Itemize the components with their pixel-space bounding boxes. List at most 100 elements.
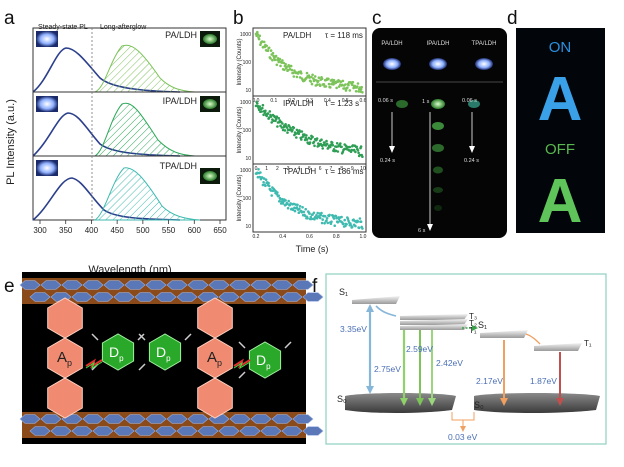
acceptor-ring	[197, 377, 233, 419]
decay-series-name: TPA/LDH	[283, 167, 316, 176]
energy-2-75: 2.75eV	[374, 364, 401, 374]
decay-point	[311, 73, 314, 77]
photo-sequence	[372, 28, 507, 238]
decay-point	[359, 145, 363, 148]
decay-point	[292, 126, 296, 130]
ldh-tile	[250, 280, 272, 290]
panel-a-sub-2: IPA/LDH	[32, 91, 227, 157]
decay-ytick: 100	[243, 128, 252, 134]
panel-f-letter: f	[312, 276, 318, 297]
level-t1b-label: T₁	[584, 339, 592, 348]
ldh-tile	[239, 426, 261, 436]
decay-point	[285, 65, 289, 69]
decay-ytick: 1000	[240, 168, 251, 174]
decay-point	[293, 209, 297, 213]
decay-point	[262, 113, 265, 117]
decay-point	[334, 214, 338, 218]
decay-point	[305, 138, 309, 141]
decay-point	[257, 168, 260, 171]
decay-point	[292, 75, 296, 78]
decay-point	[296, 203, 299, 207]
decay-point	[327, 82, 331, 86]
ldh-tile	[281, 426, 303, 436]
decay-point	[269, 49, 273, 52]
ldh-tile	[71, 292, 93, 302]
decay-point	[264, 178, 268, 181]
panel-a-sample-2: IPA/LDH	[163, 96, 197, 106]
decay-point	[262, 177, 266, 180]
decay-point	[297, 132, 301, 135]
decay-point	[284, 199, 287, 202]
level-s0-acceptor	[345, 393, 456, 413]
decay-point	[347, 83, 350, 87]
decay-xtick: 9	[351, 166, 354, 172]
decay-point	[273, 58, 277, 62]
decay-point	[315, 137, 319, 140]
decay-point	[336, 150, 340, 153]
decay-point	[270, 194, 274, 197]
decay-xtick: 0.6	[360, 98, 367, 104]
decay-xtick: 0.6	[306, 234, 313, 240]
ldh-tile	[187, 414, 209, 424]
a-xtick-label: 300	[33, 226, 47, 235]
decay-series-name: PA/LDH	[283, 31, 312, 40]
region-steady-label: Steady-state PL	[38, 24, 88, 31]
a-xtick-label: 550	[162, 226, 176, 235]
decay-point	[326, 221, 330, 225]
acceptor-ring	[47, 377, 83, 419]
ldh-tile	[292, 280, 314, 290]
region-long-label: Long-afterglow	[100, 24, 147, 31]
decay-point	[345, 223, 348, 226]
decay-point	[259, 43, 262, 46]
ldh-tile	[239, 292, 261, 302]
decay-point	[269, 115, 273, 118]
decay-point	[329, 222, 333, 225]
ldh-tile	[19, 414, 41, 424]
level-t3-label: T₃	[469, 312, 477, 321]
ldh-tile	[187, 280, 209, 290]
decay-point	[287, 199, 291, 203]
decay-ytick: 10	[245, 88, 251, 94]
decay-xtick: 3	[287, 166, 290, 172]
ldh-tile	[82, 280, 104, 290]
decay-point	[336, 221, 340, 224]
decay-point	[337, 85, 341, 88]
decay-point	[359, 88, 363, 91]
decay-point	[260, 110, 264, 113]
decay-point	[302, 210, 306, 214]
ldh-tile	[250, 414, 272, 424]
decay-point	[356, 149, 360, 152]
decay-point	[271, 58, 274, 62]
decay-point	[279, 198, 282, 201]
decay-point	[331, 143, 335, 147]
decay-point	[340, 215, 343, 219]
decay-xtick: 6	[319, 166, 322, 172]
decay-point	[262, 40, 266, 44]
decay-point	[267, 184, 271, 188]
decay-ytick: 100	[243, 196, 252, 202]
ldh-tile	[134, 426, 156, 436]
decay-point	[358, 217, 362, 220]
decay-point	[295, 128, 299, 132]
ldh-tile	[197, 426, 219, 436]
decay-point	[291, 128, 294, 132]
decay-point	[325, 142, 329, 146]
panel-f: f S₁ T₃ T₂ T₁ S₁ T₁ S₀ S₀	[312, 273, 607, 445]
decay-point	[329, 145, 332, 149]
decay-point	[307, 74, 311, 77]
decay-point	[317, 79, 320, 83]
ldh-tile	[229, 280, 251, 290]
ldh-tile	[103, 414, 125, 424]
decay-ytick: 10	[245, 156, 251, 162]
photo-label-pa: PA/LDH	[381, 41, 402, 47]
decay-xtick: 8	[340, 166, 343, 172]
decay-point	[324, 85, 328, 88]
decay-point	[284, 123, 287, 126]
ldh-tile	[124, 414, 146, 424]
level-s0b-label: S₀	[474, 400, 484, 410]
ldh-tile	[208, 280, 230, 290]
decay-point	[322, 83, 326, 86]
